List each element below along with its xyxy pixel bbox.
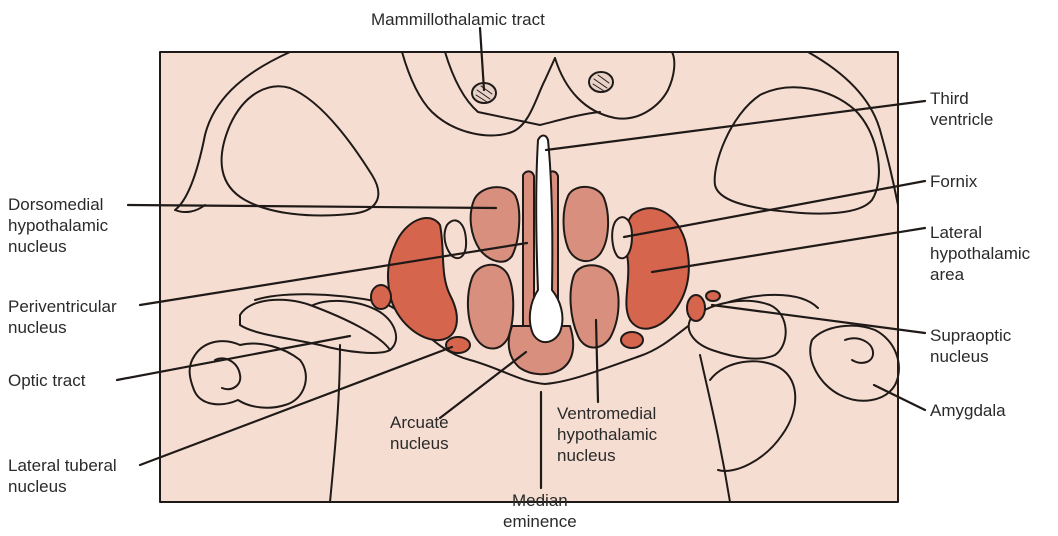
label-supraoptic-line1: Supraoptic — [930, 325, 1011, 346]
label-arcuate-line2: nucleus — [390, 433, 449, 454]
label-me-line1: Median — [503, 490, 577, 511]
label-vmh-line3: nucleus — [557, 445, 657, 466]
label-dorsomedial-hypothalamic-nucleus: Dorsomedial hypothalamic nucleus — [8, 194, 108, 257]
label-median-eminence: Median eminence — [503, 490, 577, 532]
label-dmh-line1: Dorsomedial — [8, 194, 108, 215]
label-third-ventricle: Third ventricle — [930, 88, 993, 130]
label-arcuate-nucleus: Arcuate nucleus — [390, 412, 449, 454]
ventromedial-nucleus-right — [571, 265, 619, 347]
label-ltn-line2: nucleus — [8, 476, 117, 497]
label-optic-tract: Optic tract — [8, 370, 85, 391]
label-pvn-line2: nucleus — [8, 317, 117, 338]
label-lateral-hypothalamic-area: Lateral hypothalamic area — [930, 222, 1030, 285]
label-arcuate-line1: Arcuate — [390, 412, 449, 433]
label-fornix: Fornix — [930, 171, 977, 192]
label-supraoptic-line2: nucleus — [930, 346, 1011, 367]
label-dmh-line3: nucleus — [8, 236, 108, 257]
label-vmh-line2: hypothalamic — [557, 424, 657, 445]
dorsomedial-nucleus-right — [564, 187, 609, 261]
label-third-ventricle-line1: Third — [930, 88, 993, 109]
label-mammillothalamic-tract: Mammillothalamic tract — [371, 9, 545, 30]
label-lha-line3: area — [930, 264, 1030, 285]
fornix-right — [612, 217, 632, 258]
lateral-tuberal-nucleus — [446, 337, 470, 353]
label-pvn-line1: Periventricular — [8, 296, 117, 317]
label-supraoptic-nucleus: Supraoptic nucleus — [930, 325, 1011, 367]
label-lateral-tuberal-nucleus: Lateral tuberal nucleus — [8, 455, 117, 497]
left-lateral-small-nucleus — [371, 285, 391, 309]
supraoptic-nucleus — [687, 295, 705, 321]
label-ltn-line1: Lateral tuberal — [8, 455, 117, 476]
label-periventricular-nucleus: Periventricular nucleus — [8, 296, 117, 338]
label-lha-line1: Lateral — [930, 222, 1030, 243]
label-vmh-line1: Ventromedial — [557, 403, 657, 424]
label-amygdala: Amygdala — [930, 400, 1006, 421]
right-tuberal-nucleus — [621, 332, 643, 348]
label-third-ventricle-line2: ventricle — [930, 109, 993, 130]
label-me-line2: eminence — [503, 511, 577, 532]
label-dmh-line2: hypothalamic — [8, 215, 108, 236]
supraoptic-nucleus-small — [706, 291, 720, 301]
label-lha-line2: hypothalamic — [930, 243, 1030, 264]
label-ventromedial-hypothalamic-nucleus: Ventromedial hypothalamic nucleus — [557, 403, 657, 466]
ventromedial-nucleus-left — [468, 265, 513, 349]
